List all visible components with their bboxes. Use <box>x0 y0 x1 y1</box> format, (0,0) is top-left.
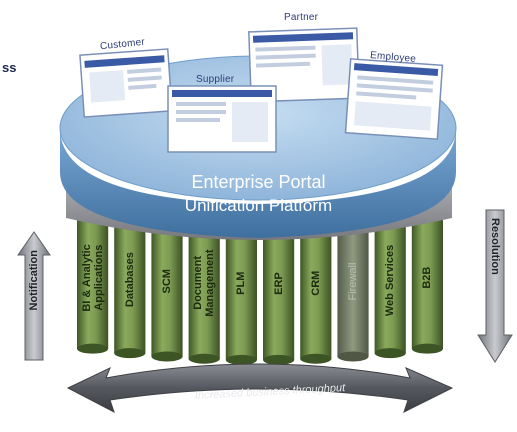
column-label: B2B <box>421 266 434 289</box>
notification-label: Notification <box>28 250 40 311</box>
supplier-label: Supplier <box>196 74 235 85</box>
column-label: Web Services <box>384 244 397 316</box>
portal-label: Enterprise Portal <box>191 172 326 192</box>
column-label: CRM <box>309 270 322 296</box>
customer-screen <box>79 48 173 118</box>
column-base <box>263 354 295 365</box>
column-label: Firewall <box>347 262 359 301</box>
platform-label: Unification Platform <box>184 196 333 215</box>
cut-label: ss <box>2 60 17 75</box>
column-body <box>77 205 109 349</box>
column-base <box>225 354 257 365</box>
column-label: Databases <box>123 252 136 308</box>
notification-arrow <box>17 231 51 361</box>
column-0 <box>77 205 109 354</box>
partner-label: Partner <box>284 12 319 23</box>
portal-disc-rim <box>60 128 456 238</box>
partner-screen <box>248 27 360 103</box>
column-base <box>188 353 220 364</box>
column-label: ERP <box>272 272 285 295</box>
column-9 <box>411 205 443 354</box>
column-label: BI & Analytic Applications <box>80 244 105 312</box>
column-base <box>151 351 183 362</box>
column-base <box>114 348 146 359</box>
resolution-label: Resolution <box>489 218 501 275</box>
column-base <box>77 343 109 354</box>
column-label: PLM <box>235 271 248 296</box>
column-base <box>411 343 443 354</box>
column-label: SCM <box>161 269 173 294</box>
employee-screen <box>344 58 444 140</box>
column-base <box>300 353 332 364</box>
column-base <box>337 351 369 362</box>
supplier-screen <box>167 85 277 153</box>
column-body <box>411 205 443 349</box>
resolution-arrow <box>477 209 513 363</box>
throughput-arrow <box>66 363 454 414</box>
column-label: Document Management <box>192 249 217 317</box>
column-base <box>374 348 406 359</box>
